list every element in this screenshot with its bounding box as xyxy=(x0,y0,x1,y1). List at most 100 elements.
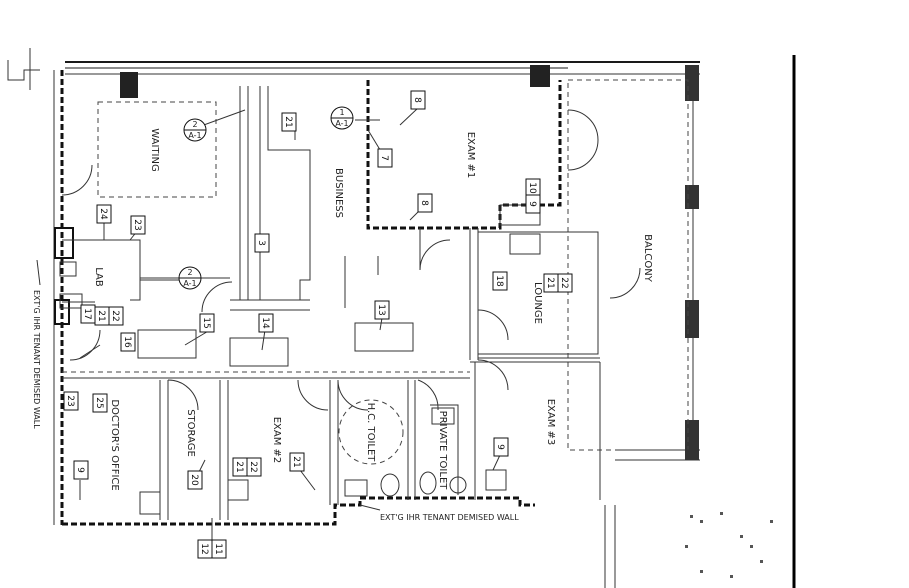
keynote-tag-k21_exam2b: 21 xyxy=(289,452,305,472)
keynote-tag-k8_mid: 8 xyxy=(417,193,433,213)
keynote-tag-k22_lounge: 22 xyxy=(557,273,573,293)
keynote-tag-k16: 16 xyxy=(120,332,136,352)
room-label-doctors-office: DOCTOR'S OFFICE xyxy=(109,399,120,490)
keynote-tag-k21_lounge: 21 xyxy=(543,273,559,293)
keynote-tag-label: 10 xyxy=(527,182,537,194)
keynote-tag-k24: 24 xyxy=(96,204,112,224)
keynote-tag-label: 20 xyxy=(189,474,199,486)
section-marker-business: 1 A-1 xyxy=(330,106,354,130)
svg-text:1: 1 xyxy=(339,108,344,117)
keynote-tag-label: 22 xyxy=(110,310,120,321)
keynote-tag-label: 24 xyxy=(98,208,108,220)
keynote-tag-k21_lab: 21 xyxy=(94,306,110,326)
keynote-tag-k9_exam1: 9 xyxy=(525,194,541,214)
room-label-exam1: EXAM #1 xyxy=(465,132,476,179)
svg-text:A-1: A-1 xyxy=(183,279,196,288)
room-label-lounge: LOUNGE xyxy=(532,282,543,324)
keynote-tag-label: 22 xyxy=(559,277,569,288)
keynote-tag-box xyxy=(246,457,262,477)
keynote-tag-box xyxy=(254,233,270,253)
keynote-tag-box xyxy=(374,300,390,320)
keynote-tag-k23_waiting: 23 xyxy=(130,215,146,235)
keynote-tag-box xyxy=(543,273,559,293)
keynote-tag-label: 25 xyxy=(94,397,104,408)
keynote-tag-label: 9 xyxy=(75,467,85,473)
note-demised-left: EXT'G IHR TENANT DEMISED WALL xyxy=(32,290,41,429)
keynote-tag-label: 3 xyxy=(256,240,266,246)
keynote-tag-box xyxy=(96,204,112,224)
keynote-tag-label: 14 xyxy=(260,317,270,329)
keynote-tag-label: 7 xyxy=(379,155,389,161)
keynote-tag-box xyxy=(289,452,305,472)
keynote-tag-box xyxy=(120,332,136,352)
keynote-tag-label: 13 xyxy=(376,304,386,315)
keynote-tag-k15: 15 xyxy=(199,313,215,333)
keynote-tag-label: 23 xyxy=(65,395,75,406)
keynote-tag-box xyxy=(410,90,426,110)
keynote-tag-box xyxy=(211,539,227,559)
room-label-waiting: WAITING xyxy=(149,128,160,171)
room-label-hc-toilet: H.C. TOILET xyxy=(365,403,376,463)
keynote-tag-k7: 7 xyxy=(377,148,393,168)
keynote-tag-label: 17 xyxy=(82,308,92,319)
keynote-tag-k17: 17 xyxy=(80,304,96,324)
keynote-tag-k11: 11 xyxy=(211,539,227,559)
keynote-tag-label: 21 xyxy=(545,277,555,288)
keynote-tag-k13: 13 xyxy=(374,300,390,320)
keynote-tag-k9_exam3: 9 xyxy=(493,437,509,457)
balcony-area xyxy=(565,73,700,461)
keynote-tag-k21_business: 21 xyxy=(281,112,297,132)
keynote-tag-label: 18 xyxy=(494,275,504,287)
keynote-tag-k8_top: 8 xyxy=(410,90,426,110)
keynote-tag-box xyxy=(63,391,79,411)
keynote-tag-label: 21 xyxy=(96,310,106,321)
keynote-tag-label: 21 xyxy=(291,456,301,467)
section-marker-waiting-top: 2 A-1 xyxy=(183,118,207,142)
svg-text:2: 2 xyxy=(187,268,192,277)
keynote-tag-label: 16 xyxy=(122,336,132,348)
keynote-tag-label: 9 xyxy=(495,444,505,450)
room-label-private-toilet: PRIVATE TOILET xyxy=(437,411,448,491)
room-label-storage: STORAGE xyxy=(185,409,196,457)
keynote-tag-k22_lab: 22 xyxy=(108,306,124,326)
keynote-tag-box xyxy=(525,194,541,214)
section-marker-waiting-bottom: 2 A-1 xyxy=(178,266,202,290)
keynote-tag-k14: 14 xyxy=(258,313,274,333)
room-labels: WAITING BUSINESS EXAM #1 BALCONY LOUNGE … xyxy=(93,128,653,490)
keynote-tag-box xyxy=(80,304,96,324)
room-label-business: BUSINESS xyxy=(333,168,344,218)
room-label-exam3: EXAM #3 xyxy=(545,399,556,446)
exterior-walls xyxy=(7,48,700,588)
keynote-tag-k10: 10 xyxy=(525,178,541,198)
keynote-tag-k25: 25 xyxy=(92,393,108,413)
keynote-tag-k23_office: 23 xyxy=(63,391,79,411)
keynote-tag-label: 15 xyxy=(201,317,211,328)
keynote-tag-box xyxy=(130,215,146,235)
keynote-tag-label: 11 xyxy=(213,543,223,554)
doors xyxy=(61,109,641,411)
svg-text:A-1: A-1 xyxy=(188,131,201,140)
room-label-lab: LAB xyxy=(93,267,104,287)
svg-text:A-1: A-1 xyxy=(335,119,348,128)
keynote-tag-box xyxy=(492,271,508,291)
keynote-tag-box xyxy=(187,470,203,490)
keynote-tag-k18: 18 xyxy=(492,271,508,291)
keynote-tag-label: 8 xyxy=(419,200,429,206)
keynote-tag-label: 9 xyxy=(527,201,537,207)
svg-text:2: 2 xyxy=(192,120,197,129)
keynote-tag-k13_waiting: 3 xyxy=(254,233,270,253)
keynote-tag-box xyxy=(417,193,433,213)
keynote-tag-k12: 12 xyxy=(197,539,213,559)
keynote-tag-box xyxy=(377,148,393,168)
keynote-tag-label: 21 xyxy=(283,116,293,127)
room-label-balcony: BALCONY xyxy=(642,234,653,283)
keynote-tag-box xyxy=(281,112,297,132)
room-label-exam2: EXAM #2 xyxy=(271,417,282,464)
keynote-tag-box xyxy=(73,460,89,480)
keynote-tag-k9_office: 9 xyxy=(73,460,89,480)
keynote-tag-label: 22 xyxy=(248,461,258,472)
keynote-tag-k22_exam2: 22 xyxy=(246,457,262,477)
keynote-tag-k21_exam2a: 21 xyxy=(232,457,248,477)
